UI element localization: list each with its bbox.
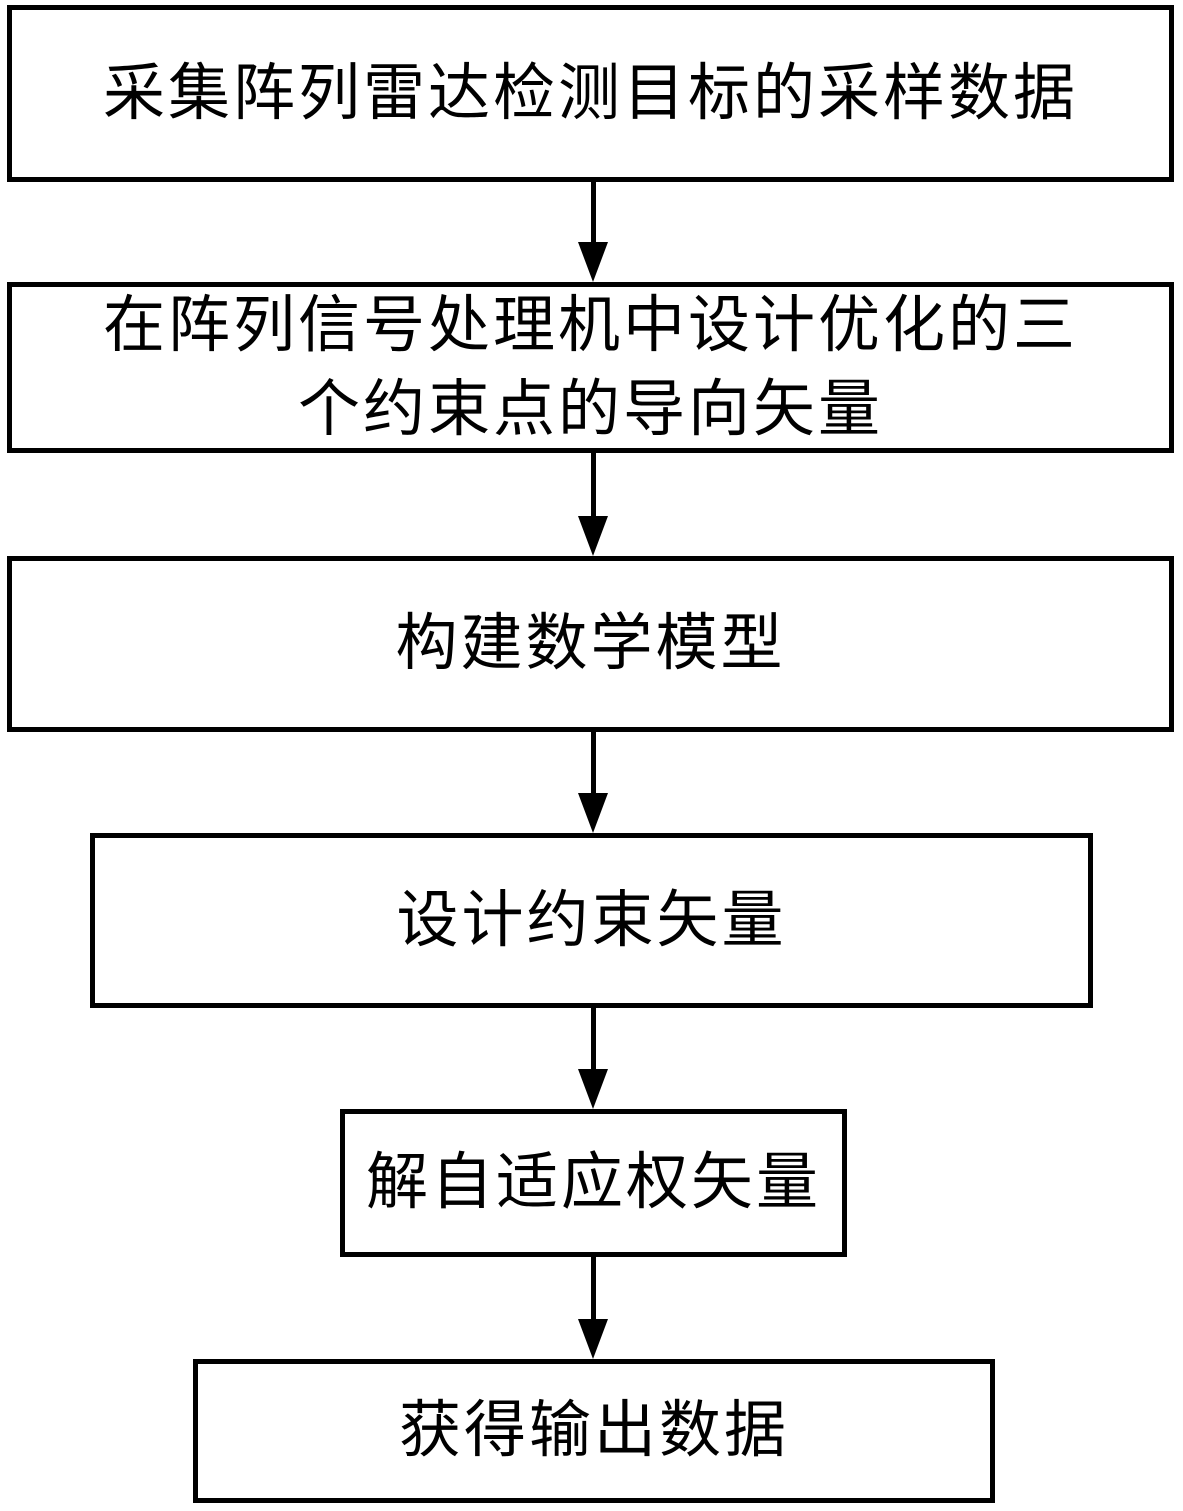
arrow-down-icon bbox=[578, 1319, 608, 1359]
arrow-shaft bbox=[590, 451, 596, 516]
flow-arrow-1 bbox=[578, 180, 608, 282]
step-design-constraint-vector-label: 设计约束矢量 bbox=[396, 886, 787, 955]
step-solve-adaptive-weight-vector-label: 解自适应权矢量 bbox=[365, 1149, 821, 1217]
step-design-steering-vectors: 在阵列信号处理机中设计优化的三 个约束点的导向矢量 bbox=[7, 282, 1174, 453]
flow-arrow-4 bbox=[578, 1006, 608, 1109]
arrow-down-icon bbox=[578, 242, 608, 282]
arrow-shaft bbox=[590, 1006, 596, 1069]
flow-arrow-2 bbox=[578, 451, 608, 556]
flow-arrow-5 bbox=[578, 1255, 608, 1359]
flow-arrow-3 bbox=[578, 730, 608, 833]
step-obtain-output-data: 获得输出数据 bbox=[193, 1359, 995, 1503]
arrow-down-icon bbox=[578, 793, 608, 833]
step-design-constraint-vector: 设计约束矢量 bbox=[90, 833, 1093, 1008]
step-collect-sample-data: 采集阵列雷达检测目标的采样数据 bbox=[7, 5, 1174, 182]
step-solve-adaptive-weight-vector: 解自适应权矢量 bbox=[340, 1109, 847, 1257]
arrow-shaft bbox=[590, 1255, 596, 1319]
step-build-math-model: 构建数学模型 bbox=[7, 556, 1174, 732]
step-design-steering-vectors-label: 在阵列信号处理机中设计优化的三 个约束点的导向矢量 bbox=[102, 291, 1078, 444]
arrow-down-icon bbox=[578, 516, 608, 556]
arrow-shaft bbox=[590, 180, 596, 242]
step-build-math-model-label: 构建数学模型 bbox=[395, 610, 786, 678]
arrow-down-icon bbox=[578, 1069, 608, 1109]
step-collect-sample-data-label: 采集阵列雷达检测目标的采样数据 bbox=[102, 59, 1078, 128]
arrow-shaft bbox=[590, 730, 596, 793]
step-obtain-output-data-label: 获得输出数据 bbox=[398, 1397, 789, 1465]
